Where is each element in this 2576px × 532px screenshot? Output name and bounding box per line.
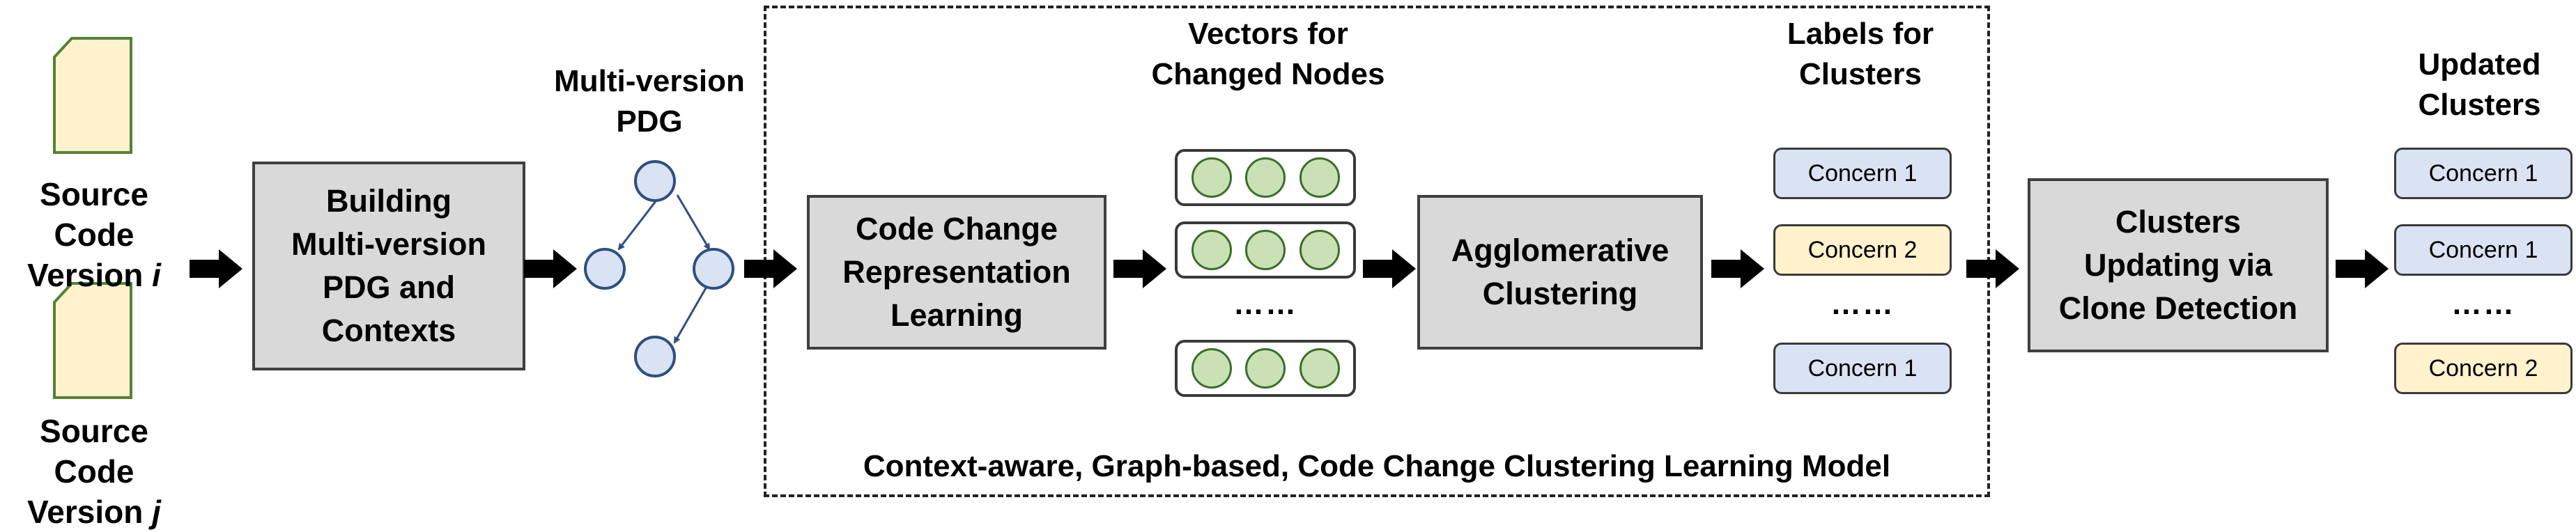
pdg-node-left: [584, 248, 626, 290]
source-file-i-icon: [53, 37, 132, 154]
flow-arrow-icon: [1711, 249, 1764, 288]
updated-cluster: Concern 2: [2394, 343, 2573, 394]
vector-row: [1175, 340, 1356, 397]
source-version-j-label: Source Code Version j: [27, 413, 161, 530]
vector-dot: [1191, 230, 1232, 270]
vector-dot: [1245, 157, 1286, 198]
vector-row: [1175, 221, 1356, 279]
cluster-label: Concern 2: [1773, 224, 1952, 276]
vector-dot: [1191, 348, 1232, 389]
source-file-j-icon: [53, 282, 132, 399]
building-pdg-step: Building Multi-version PDG and Contexts: [252, 162, 525, 370]
flow-arrow-icon: [1363, 249, 1416, 288]
clusters-updating-step: Clusters Updating via Clone Detection: [2028, 178, 2329, 352]
vectors-ellipsis: ……: [1233, 287, 1297, 321]
updated-clusters-ellipsis: ……: [2451, 287, 2515, 321]
cluster-labels-ellipsis: ……: [1830, 287, 1895, 321]
updated-cluster: Concern 1: [2394, 148, 2573, 199]
flow-arrow-icon: [2336, 249, 2389, 288]
cluster-label: Concern 1: [1773, 148, 1952, 199]
pdg-label: Multi-version PDG: [554, 64, 745, 139]
model-frame: [764, 6, 1990, 497]
agglomerative-clustering-step: Agglomerative Clustering: [1417, 195, 1703, 350]
vector-row: [1175, 149, 1356, 206]
flow-arrow-icon: [744, 249, 797, 288]
vectors-label: Vectors for Changed Nodes: [1151, 17, 1385, 91]
vector-dot: [1299, 348, 1340, 389]
vector-dot: [1299, 230, 1340, 270]
model-caption: Context-aware, Graph-based, Code Change …: [863, 449, 1891, 483]
vector-dot: [1299, 157, 1340, 198]
vector-dot: [1191, 157, 1232, 198]
representation-learning-step: Code Change Representation Learning: [807, 195, 1106, 350]
pdg-graph: [584, 160, 734, 377]
flow-arrow-icon: [524, 249, 577, 288]
flow-arrow-icon: [1113, 249, 1166, 288]
source-version-i-label: Source Code Version i: [27, 176, 161, 293]
flow-arrow-icon: [1966, 249, 2019, 288]
vector-dot: [1245, 230, 1286, 270]
pdg-node-right: [693, 248, 734, 290]
pdg-node-root: [634, 160, 676, 202]
pdg-node-bottom: [634, 336, 676, 377]
cluster-label: Concern 1: [1773, 343, 1952, 394]
cluster-labels-heading: Labels for Clusters: [1787, 17, 1934, 91]
updated-cluster: Concern 1: [2394, 224, 2573, 276]
flow-arrow-icon: [190, 249, 242, 288]
vector-dot: [1245, 348, 1286, 389]
updated-clusters-heading: Updated Clusters: [2418, 47, 2541, 122]
